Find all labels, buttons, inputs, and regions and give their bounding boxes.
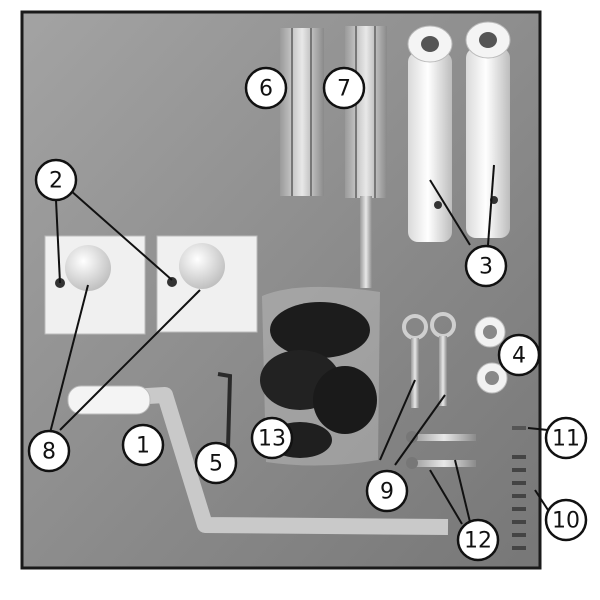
callout-1: 1	[121, 423, 165, 467]
callout-5: 5	[194, 441, 238, 485]
callout-8: 8	[27, 429, 71, 473]
callout-3-text: 3	[479, 255, 493, 280]
callout-4: 4	[497, 333, 541, 377]
callout-9-text: 9	[380, 480, 394, 505]
callout-5-text: 5	[209, 452, 223, 477]
callout-13-text: 13	[258, 427, 286, 452]
screws	[512, 426, 526, 550]
bolts	[406, 431, 476, 469]
callout-13: 13	[250, 416, 294, 460]
white-tube-left	[407, 25, 453, 242]
callout-10-text: 10	[552, 509, 580, 534]
parts-bag	[260, 286, 380, 466]
spacer-rings	[474, 316, 508, 394]
callout-10: 10	[544, 498, 588, 542]
callout-3: 3	[464, 244, 508, 288]
callout-8-text: 8	[42, 440, 56, 465]
callout-4-text: 4	[512, 344, 526, 369]
crank-handle	[67, 385, 449, 535]
leader-lines	[49, 164, 549, 525]
callout-6: 6	[244, 66, 288, 110]
callout-7: 7	[322, 66, 366, 110]
callout-11: 11	[544, 416, 588, 460]
callout-7-text: 7	[337, 77, 351, 102]
callout-2: 2	[34, 158, 78, 202]
pull-pins	[402, 312, 456, 408]
callout-9: 9	[365, 469, 409, 513]
callout-2-text: 2	[49, 169, 63, 194]
base-plate-left	[44, 235, 146, 335]
callout-12: 12	[456, 518, 500, 562]
white-tube-right	[465, 21, 511, 238]
callout-6-text: 6	[259, 77, 273, 102]
extrusion-part-6	[280, 28, 324, 196]
callout-1-text: 1	[136, 434, 150, 459]
extrusion-part-7	[345, 26, 387, 288]
callout-12-text: 12	[464, 529, 492, 554]
hex-key	[217, 372, 233, 449]
callout-11-text: 11	[552, 427, 580, 452]
